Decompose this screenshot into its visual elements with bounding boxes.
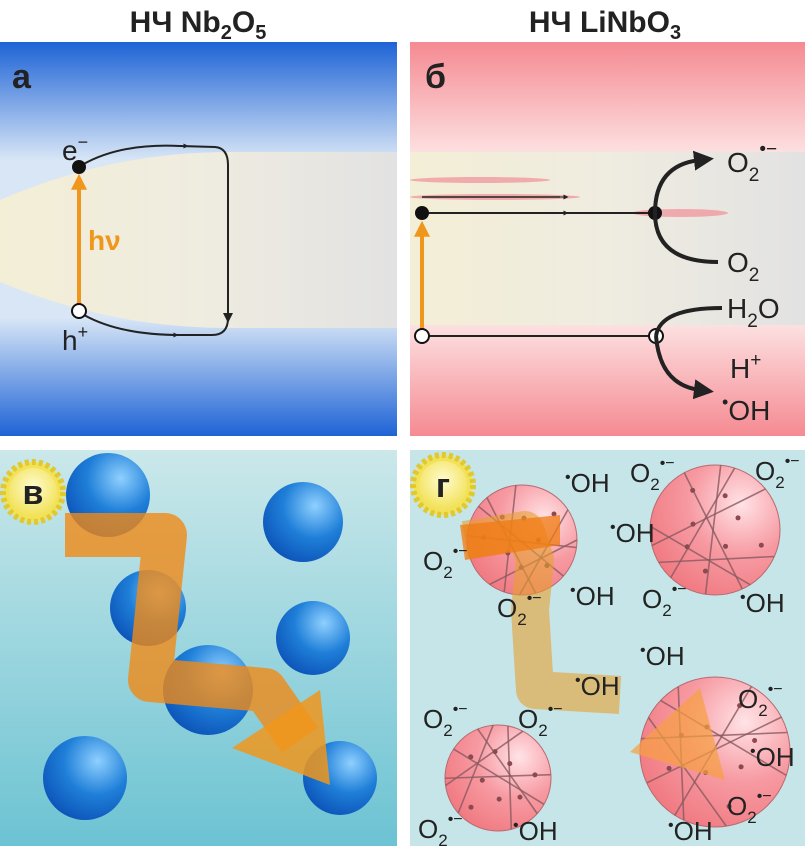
electron-path [81,144,233,323]
panel-b: б O2•− O2 H2O H+ •OH [410,42,805,436]
oh-radical-label: •OH [750,742,795,772]
o2-label: O2 [727,247,759,286]
o2-radical-label: O2•− [738,681,783,720]
electron-label: e− [62,132,88,166]
oh-radical-label: •OH [610,518,655,548]
oh-radical-label: •OH [722,392,770,426]
reduction-arrow [653,150,714,214]
o2-radical-label: O2•− [727,139,777,186]
o2-radical-label: O2•− [423,701,468,740]
panel-c: в [0,450,397,846]
light-path-arrow [65,513,319,753]
hole-label: h+ [62,322,88,356]
panel-letter: в [23,474,44,512]
sun-icon [410,452,476,518]
band-gap-region [0,152,397,328]
panel-letter: г [436,467,450,505]
linbo3-particle [444,724,552,832]
oxidation-arrow [654,306,723,337]
o2-radical-label: O2•− [630,455,675,494]
oh-radical-label: •OH [575,671,620,701]
linbo3-particle [649,464,781,596]
oh-radical-label: •OH [513,816,558,846]
photon-label: hν [88,225,121,256]
oh-radical-label: •OH [740,588,785,618]
o2-radical-label: O2•− [727,788,772,827]
panel-letter: б [425,58,446,96]
o2-radical-label: O2•− [755,453,800,492]
title-nb2o5: НЧ Nb2O5 [130,6,267,44]
o2-radical-label: O2•− [418,811,463,846]
electron-dot [72,160,86,174]
hole-path [83,314,229,336]
panel-a: а e− h+ hν [0,42,397,436]
h2o-label: H2O [727,293,780,332]
o2-radical-label: O2•− [423,543,468,582]
oh-radical-label: •OH [668,816,713,846]
o2-radical-label: O2•− [497,590,542,629]
o2-radical-label: O2•− [518,701,563,740]
oh-radical-label: •OH [570,581,615,611]
sun-icon [0,459,66,525]
hole-dot [71,303,87,319]
o2-radical-label: O2•− [642,581,687,620]
oh-radical-label: •OH [640,641,685,671]
title-linbo3: НЧ LiNbO3 [529,6,681,44]
h-plus-label: H+ [730,350,761,384]
panel-letter: а [12,58,32,96]
oh-radical-label: •OH [565,468,610,498]
